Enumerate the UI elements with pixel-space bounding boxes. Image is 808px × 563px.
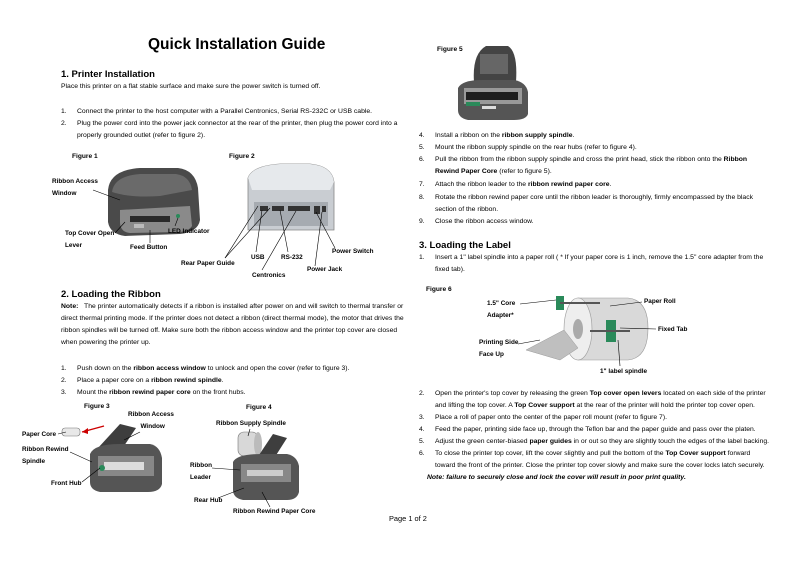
fig6-callout-label-spindle: 1" label spindle [600,368,648,375]
fig2-callout-centronics: Centronics [252,272,286,279]
fig1-callout-feed-button: Feed Button [130,244,168,251]
section-heading-loading-ribbon: 2. Loading the Ribbon [61,289,161,300]
ribbon-spindle-illustration [237,431,262,457]
step-r8: 8.Rotate the ribbon rewind paper core un… [419,194,753,201]
step-l4: 4.Feed the paper, printing side face up,… [419,426,756,433]
printer-open-illustration [90,424,162,492]
figure-1-label: Figure 1 [72,153,98,160]
fig4-callout-rear-hub: Rear Hub [194,497,223,504]
ribbon-note: Note: The printer automatically detects … [61,303,404,346]
printer-open-ribbon-illustration [458,46,528,120]
section-heading-printer-installation: 1. Printer Installation [61,69,155,80]
step-l6: 6.To close the printer top cover, lift t… [419,450,751,457]
figure-2-label: Figure 2 [229,153,255,160]
paper-roll-illustration [525,296,649,361]
figure-3-label: Figure 3 [84,403,110,410]
step-r7: 7.Attach the ribbon leader to the ribbon… [419,181,612,188]
section-heading-loading-label: 3. Loading the Label [419,240,511,251]
printer-rear-illustration [247,163,335,231]
step-l2: 2.Open the printer's top cover by releas… [419,390,766,397]
fig6-callout-fixed-tab: Fixed Tab [658,326,688,333]
step-l2-cont: and lifting the top cover. A Top Cover s… [435,402,755,409]
step-r6: 6.Pull the ribbon from the ribbon supply… [419,156,748,163]
figure-5-label: Figure 5 [437,46,463,53]
printer-hubs-illustration [233,434,299,500]
fig4-callout-supply-spindle: Ribbon Supply Spindle [216,420,286,427]
step-1-2-cont: properly grounded outlet (refer to figur… [77,132,206,139]
fig6-callout-paper-roll: Paper Roll [644,298,676,305]
step-l1: 1.Insert a 1" label spindle into a paper… [419,254,764,261]
step-l3: 3.Place a roll of paper onto the center … [419,414,667,421]
fig2-callout-usb: USB [251,254,265,261]
figure-4-label: Figure 4 [246,404,272,411]
printer-front-illustration [108,168,200,236]
fig4-callout-rewind-core: Ribbon Rewind Paper Core [233,508,316,515]
step-r8-cont: section of the ribbon. [435,206,499,213]
fig2-callout-rear-paper-guide: Rear Paper Guide [181,260,235,267]
fig3-callout-ribbon-access: Ribbon Access Window [128,411,174,430]
fig2-callout-power-jack: Power Jack [307,266,343,273]
step-l1-cont: fixed tab). [435,266,465,273]
step-2-1: 1.Push down on the ribbon access window … [61,365,350,372]
step-2-3: 3.Mount the ribbon rewind paper core on … [61,389,246,396]
section1-intro: Place this printer on a flat stable surf… [61,83,321,90]
step-1-1: 1.Connect the printer to the host comput… [61,108,373,115]
fig2-callout-power-switch: Power Switch [332,248,374,255]
fig1-callout-led: LED Indicator [168,228,210,235]
fig3-callout-front-hub: Front Hub [51,480,82,487]
paper-core-spindle-illustration [61,425,105,437]
page-title: Quick Installation Guide [148,36,326,53]
step-r4: 4.Install a ribbon on the ribbon supply … [419,132,575,139]
page-number: Page 1 of 2 [389,514,427,523]
fig2-callout-rs232: RS-232 [281,254,303,261]
step-2-2: 2.Place a paper core on a ribbon rewind … [61,377,224,384]
step-r5: 5.Mount the ribbon supply spindle on the… [419,144,637,151]
step-1-2: 2.Plug the power cord into the power jac… [61,120,398,127]
step-r6-cont: Rewind Paper Core (refer to figure 5). [435,168,552,175]
figure-6-label: Figure 6 [426,286,452,293]
fig3-callout-paper-core: Paper Core [22,431,57,438]
cover-lock-note: Note: failure to securely close and lock… [427,474,686,481]
step-l5: 5.Adjust the green center-biased paper g… [419,438,770,445]
step-l6-cont: toward the front of the printer. Close t… [435,462,765,469]
step-r9: 9.Close the ribbon access window. [419,218,534,225]
